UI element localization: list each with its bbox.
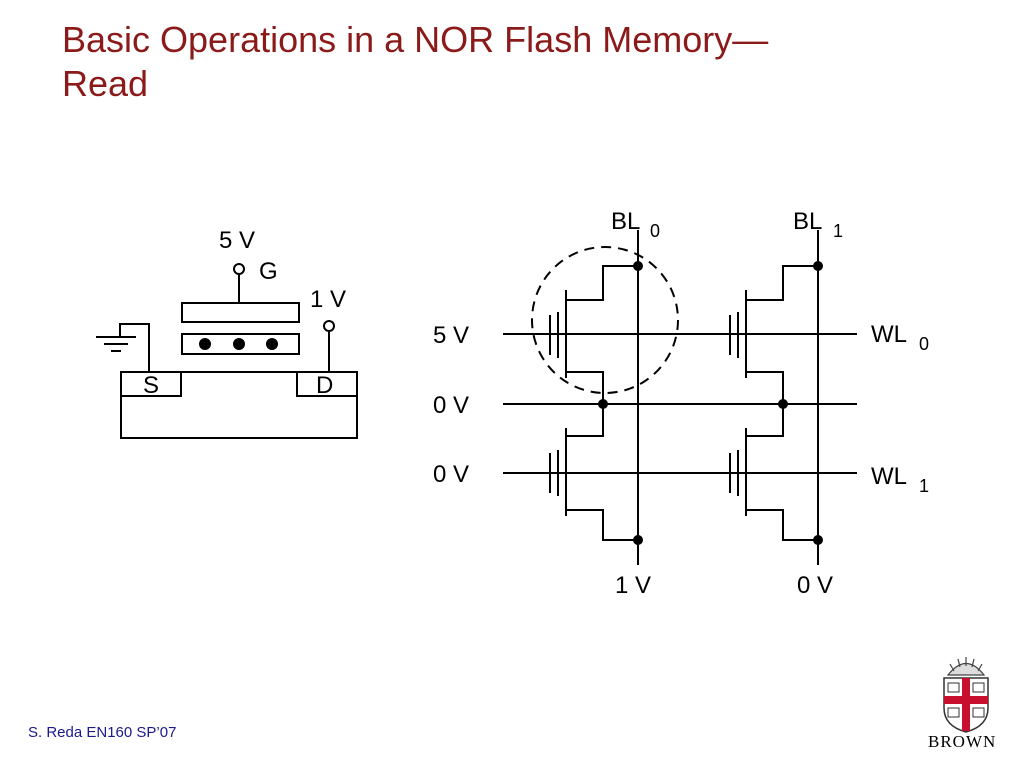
substrate [120,371,358,439]
gate-voltage-label: 5 V [219,227,255,254]
transistor-t11 [729,404,818,541]
book-icon [972,682,985,693]
junction-dot [598,399,608,409]
bl0-label: BL [611,208,640,235]
transistor-t00 [549,265,638,404]
drain-label: D [316,372,333,399]
source-label: S [143,372,159,399]
junction-dot [813,535,823,545]
wl0-label: WL [871,321,907,348]
selected-cell-highlight [531,246,679,394]
row2-voltage-label: 0 V [433,392,469,419]
slide-title: Basic Operations in a NOR Flash Memory— … [62,18,962,106]
book-icon [947,682,960,693]
gate-terminal [233,263,245,275]
row3-voltage-label: 0 V [433,461,469,488]
wl1-subscript: 1 [919,476,929,496]
source-region [120,371,182,397]
slide-footer: S. Reda EN160 SP’07 [28,724,177,741]
book-icon [972,707,985,718]
nor-array [503,230,857,565]
junction-dot [633,261,643,271]
drain-voltage-label: 1 V [310,286,346,313]
crest-sun-icon [946,657,986,676]
transistor-t01 [729,265,818,404]
bl1-subscript: 1 [833,221,843,241]
junction-dot [813,261,823,271]
ground-wire [119,323,150,372]
bl1-bottom-voltage-label: 0 V [797,572,833,599]
wl1-label: WL [871,463,907,490]
drain-region [296,371,358,397]
book-icon [947,707,960,718]
bl1-label: BL [793,208,822,235]
shield-cross-vertical [962,678,970,731]
junction-dot [633,535,643,545]
wl0-subscript: 0 [919,334,929,354]
ground-icon [96,336,136,352]
floating-gate [181,333,300,355]
bl0-bottom-voltage-label: 1 V [615,572,651,599]
junction-dot [778,399,788,409]
flash-cell-cross-section [96,263,358,439]
transistor-t10 [549,404,638,541]
electron-dot [266,338,278,350]
logo-wordmark: BROWN [928,732,996,751]
title-line-1: Basic Operations in a NOR Flash Memory— [62,19,769,60]
shield-cross-horizontal [944,696,988,704]
electron-dot [233,338,245,350]
bl0-subscript: 0 [650,221,660,241]
junction-dots [598,261,823,545]
row1-voltage-label: 5 V [433,322,469,349]
control-gate [181,302,300,323]
title-line-2: Read [62,63,149,104]
gate-label: G [259,258,278,285]
brown-university-logo: BROWN [928,657,996,751]
electron-dot [199,338,211,350]
drain-terminal [323,320,335,332]
